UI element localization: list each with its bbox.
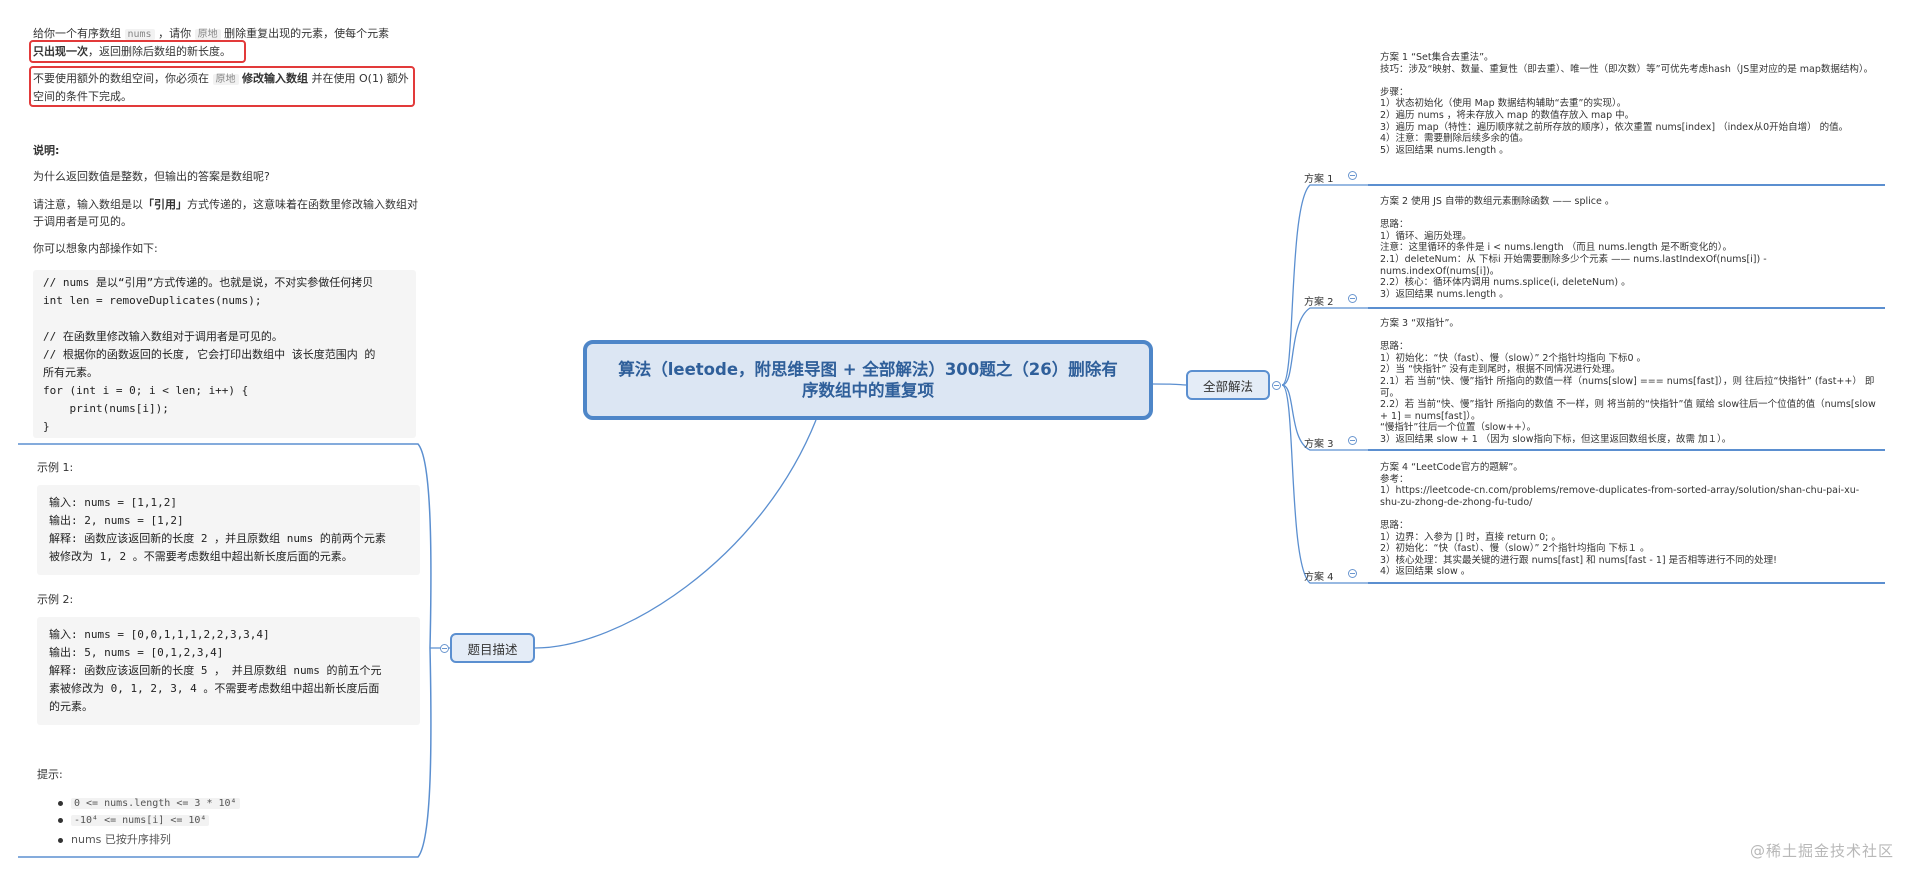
code-line: for (int i = 0; i < len; i++) { bbox=[43, 384, 249, 397]
collapse-toggle-icon[interactable] bbox=[1348, 569, 1357, 578]
code-line: 所有元素。 bbox=[43, 366, 98, 379]
collapse-toggle-icon[interactable] bbox=[1272, 381, 1281, 390]
inplace-chip: 原地 bbox=[194, 29, 221, 40]
solution-label-2[interactable]: 方案 2 bbox=[1304, 297, 1334, 308]
example-2-title: 示例 2: bbox=[37, 593, 74, 606]
code-block: // nums 是以“引用”方式传递的。也就是说，不对实参做任何拷贝 int le… bbox=[33, 270, 416, 438]
hint-item: -10⁴ <= nums[i] <= 10⁴ bbox=[58, 813, 210, 826]
collapse-toggle-icon[interactable] bbox=[1348, 171, 1357, 180]
inplace-chip: 原地 bbox=[212, 74, 239, 85]
example-line: 输入: nums = [0,0,1,1,1,2,2,3,3,4] bbox=[49, 628, 270, 641]
highlight-box bbox=[29, 40, 246, 63]
constraint-paragraph: 不要使用额外的数组空间，你必须在 原地 修改输入数组 并在使用 O(1) 额外空… bbox=[33, 72, 409, 103]
hint-item: nums 已按升序排列 bbox=[58, 831, 171, 847]
example-line: 解释: 函数应该返回新的长度 2 ，并且原数组 nums 的前两个元素 bbox=[49, 532, 386, 545]
central-topic-node[interactable]: 算法（leetode，附思维导图 + 全部解法）300题之（26）删除有序数组中… bbox=[583, 340, 1153, 420]
code-line bbox=[43, 310, 406, 328]
example-1-title: 示例 1: bbox=[37, 461, 74, 474]
code-line: // 根据你的函数返回的长度, 它会打印出数组中 该长度范围内 的 bbox=[43, 348, 376, 361]
solution-label-1[interactable]: 方案 1 bbox=[1304, 174, 1334, 185]
code-line: print(nums[i]); bbox=[43, 402, 169, 415]
branch-node-problem-description[interactable]: 题目描述 bbox=[450, 633, 535, 663]
example-line: 输入: nums = [1,1,2] bbox=[49, 496, 177, 509]
hint-item: 0 <= nums.length <= 3 * 10⁴ bbox=[58, 796, 240, 809]
explain-imagine: 你可以想象内部操作如下: bbox=[33, 242, 158, 255]
example-line: 输出: 5, nums = [0,1,2,3,4] bbox=[49, 646, 224, 659]
example-1-box: 输入: nums = [1,1,2] 输出: 2, nums = [1,2] 解释:… bbox=[37, 485, 420, 575]
hint-title: 提示: bbox=[37, 768, 63, 781]
solution-text-1: 方案 1 “Set集合去重法”。 技巧：涉及“映射、数量、重复性（即去重）、唯一… bbox=[1380, 52, 1874, 156]
highlight-box bbox=[29, 66, 415, 107]
example-line: 解释: 函数应该返回新的长度 5 ， 并且原数组 nums 的前五个元 bbox=[49, 664, 382, 677]
code-line: // 在函数里修改输入数组对于调用者是可见的。 bbox=[43, 330, 283, 343]
problem-statement: 给你一个有序数组 nums ，请你 原地 删除重复出现的元素，使每个元素 只出现… bbox=[33, 27, 390, 58]
solution-text-3: 方案 3 “双指针”。 思路： 1）初始化：“快（fast）、慢（slow）” … bbox=[1380, 318, 1876, 445]
code-line: int len = removeDuplicates(nums); bbox=[43, 294, 262, 307]
example-line: 的元素。 bbox=[49, 700, 93, 713]
solution-text-2: 方案 2 使用 JS 自带的数组元素删除函数 —— splice 。 思路： 1… bbox=[1380, 196, 1767, 300]
central-topic-title: 算法（leetode，附思维导图 + 全部解法）300题之（26）删除有序数组中… bbox=[618, 360, 1118, 400]
collapse-toggle-icon[interactable] bbox=[1348, 294, 1357, 303]
collapse-toggle-icon[interactable] bbox=[1348, 436, 1357, 445]
code-chip: nums bbox=[124, 29, 155, 40]
code-line: } bbox=[43, 420, 50, 433]
explain-paragraph: 请注意，输入数组是以「引用」方式传递的，这意味着在函数里修改输入数组对于调用者是… bbox=[33, 198, 418, 228]
example-2-box: 输入: nums = [0,0,1,1,1,2,2,3,3,4] 输出: 5, n… bbox=[37, 617, 420, 725]
solution-label-3[interactable]: 方案 3 bbox=[1304, 439, 1334, 450]
solution-label-4[interactable]: 方案 4 bbox=[1304, 572, 1334, 583]
example-line: 输出: 2, nums = [1,2] bbox=[49, 514, 184, 527]
branch-node-all-solutions[interactable]: 全部解法 bbox=[1186, 370, 1270, 400]
explain-question: 为什么返回数值是整数，但输出的答案是数组呢? bbox=[33, 170, 270, 183]
collapse-toggle-icon[interactable] bbox=[440, 644, 449, 653]
watermark: @稀土掘金技术社区 bbox=[1749, 842, 1894, 860]
example-line: 被修改为 1, 2 。不需要考虑数组中超出新长度后面的元素。 bbox=[49, 550, 353, 563]
solution-text-4: 方案 4 “LeetCode官方的题解”。 参考： 1）https://leet… bbox=[1380, 462, 1860, 578]
code-line: // nums 是以“引用”方式传递的。也就是说，不对实参做任何拷贝 bbox=[43, 276, 374, 289]
example-line: 素被修改为 0, 1, 2, 3, 4 。不需要考虑数组中超出新长度后面 bbox=[49, 682, 380, 695]
explain-title: 说明: bbox=[33, 144, 60, 157]
